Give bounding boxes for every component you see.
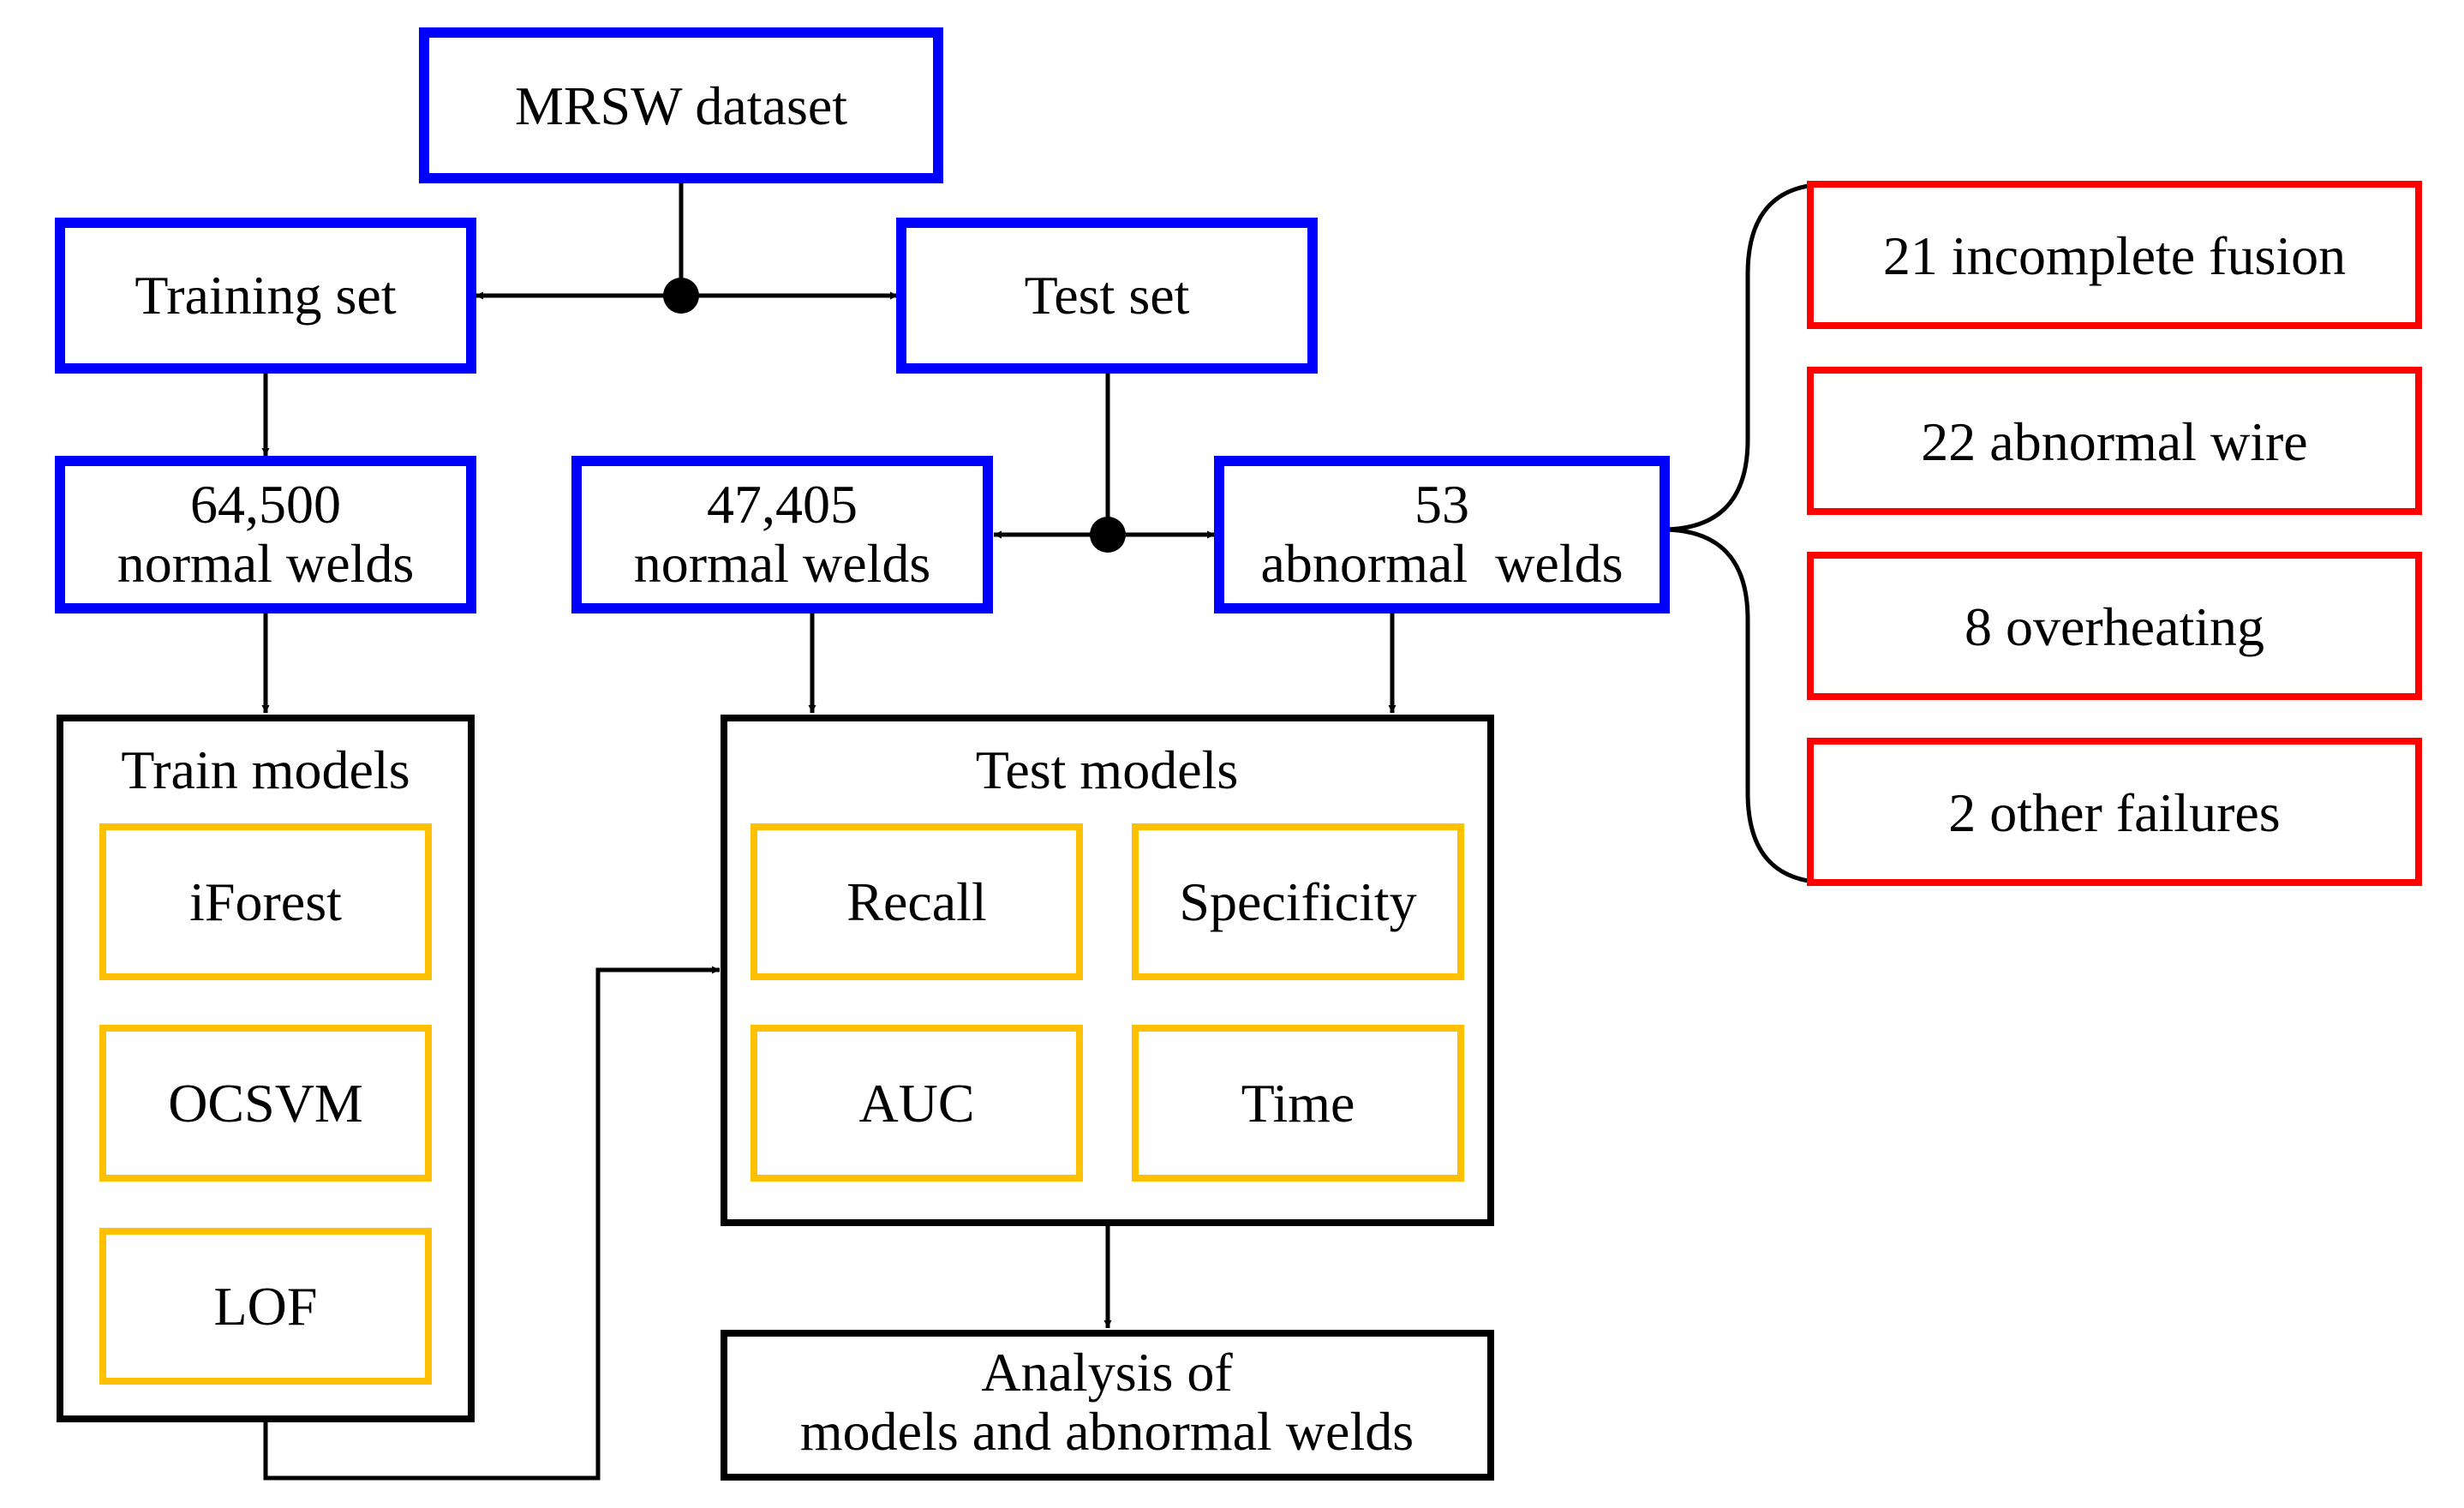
abnormal-type-incomplete-fusion: 21 incomplete fusion — [1883, 225, 2346, 286]
test-models-title: Test models — [976, 739, 1239, 800]
dataset-label: MRSW dataset — [515, 75, 847, 136]
metric-specificity-label: Specificity — [1179, 871, 1416, 932]
metric-box-time — [1132, 1025, 1464, 1182]
training-set-node: Training set — [55, 218, 476, 374]
metric-box-auc — [751, 1025, 1083, 1182]
test-abnormal-welds-node: 53 abnormal welds — [1214, 456, 1670, 613]
test-normal-welds-node: 47,405 normal welds — [571, 456, 993, 613]
abnormal-type-other-failures: 2 other failures — [1948, 782, 2280, 843]
metric-recall-label: Recall — [846, 871, 986, 932]
abnormal-type-box-4 — [1807, 738, 2422, 886]
analysis-line-2: models and abnormal welds — [800, 1401, 1414, 1462]
model-lof-label: LOF — [214, 1276, 318, 1337]
junction-dot-top — [663, 278, 699, 314]
abnormal-type-box-3 — [1807, 552, 2422, 700]
test-set-label: Test set — [1025, 265, 1190, 326]
abnormal-type-overheating: 8 overheating — [1965, 596, 2264, 657]
abnormal-type-box-1 — [1807, 181, 2422, 329]
model-box-ocsvm — [99, 1025, 432, 1182]
test-normal-label: normal welds — [634, 533, 931, 594]
connectors — [261, 178, 1830, 1481]
analysis-line-1: Analysis of — [981, 1342, 1233, 1403]
model-iforest-label: iForest — [189, 871, 342, 932]
train-normal-welds-node: 64,500 normal welds — [55, 456, 476, 613]
abnormal-types-group: 21 incomplete fusion 22 abnormal wire 8 … — [1807, 181, 2422, 886]
test-abnormal-label: abnormal welds — [1261, 533, 1624, 594]
metric-auc-label: AUC — [858, 1073, 974, 1134]
test-abnormal-count: 53 — [1414, 474, 1469, 535]
abnormal-type-box-2 — [1807, 367, 2422, 515]
model-ocsvm-label: OCSVM — [168, 1073, 363, 1134]
metric-time-label: Time — [1241, 1073, 1355, 1134]
training-set-label: Training set — [135, 265, 396, 326]
brace-abnormal-types — [1661, 182, 1830, 885]
junction-dot-middle — [1090, 517, 1126, 553]
abnormal-type-abnormal-wire: 22 abnormal wire — [1921, 411, 2307, 472]
test-set-node: Test set — [896, 218, 1318, 374]
dataset-node: MRSW dataset — [419, 27, 943, 183]
train-normal-count: 64,500 — [190, 474, 341, 535]
analysis-node: Analysis of models and abnormal welds — [721, 1330, 1494, 1481]
metric-box-specificity — [1132, 823, 1464, 980]
model-box-lof — [99, 1228, 432, 1385]
test-normal-count: 47,405 — [707, 474, 858, 535]
train-models-title: Train models — [121, 739, 410, 800]
train-normal-label: normal welds — [117, 533, 415, 594]
metric-box-recall — [751, 823, 1083, 980]
train-models-node: Train models iForest OCSVM LOF — [57, 715, 475, 1422]
test-models-node: Test models Recall Specificity AUC Time — [721, 715, 1494, 1226]
arrow-train-to-test-models — [263, 966, 720, 1481]
model-box-iforest — [99, 823, 432, 980]
